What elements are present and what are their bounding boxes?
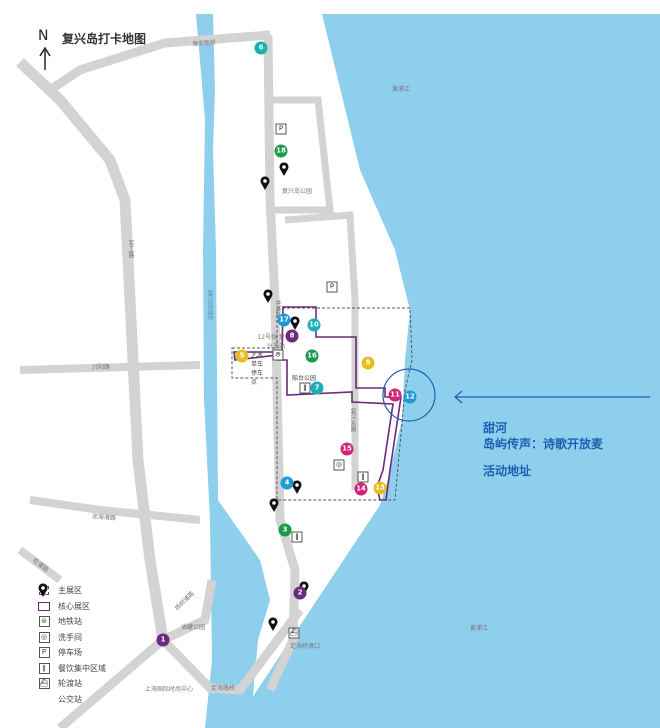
poi-marker-5[interactable]: 5: [235, 349, 249, 363]
core-area-boundary: [233, 306, 402, 501]
bus-stop-icon[interactable]: [279, 162, 289, 176]
poi-marker-10[interactable]: 10: [307, 318, 321, 332]
legend-item: ⛴ 轮渡站: [38, 676, 106, 692]
poi-marker-13[interactable]: 13: [373, 481, 387, 495]
parking-icon: P: [275, 123, 287, 135]
poi-marker-9[interactable]: 9: [361, 356, 375, 370]
label-huangpu-bottom: 黄浦江: [470, 625, 489, 632]
legend-item: 公交站: [38, 583, 106, 708]
label-xingyang-road: 兴阳路: [92, 364, 111, 371]
arrow-head: [454, 390, 463, 404]
legend-label: 主展区: [58, 586, 82, 596]
bus-stop-icon: [38, 583, 50, 705]
bus-stop-icon[interactable]: [263, 289, 273, 303]
legend-item: 主展区: [38, 583, 106, 599]
huangpu-river: [232, 14, 660, 728]
legend-label: 地铁站: [58, 617, 82, 627]
poi-marker-12[interactable]: 12: [403, 390, 417, 404]
ferry-icon: ⛴: [38, 678, 50, 690]
parking-icon: P: [326, 281, 338, 293]
label-canal: 复兴岛运河: [206, 290, 213, 320]
label-dinghai-bridge: 定海路桥: [211, 685, 236, 692]
legend: 主展区核心展区 ⊜ 地铁站 ◎ 洗手间 P 停车场 ǁ 餐饮集中区域 ⛴ 轮渡站公交站: [38, 583, 106, 707]
label-fuxing-east-road: 复兴东路: [349, 408, 356, 432]
label-haian-bridge: 海安路桥: [191, 39, 217, 48]
restroom-icon: ◎: [38, 631, 50, 643]
label-huangpu-top: 黄浦江: [392, 86, 411, 93]
bus-stop-icon[interactable]: [290, 316, 300, 330]
poi-marker-7[interactable]: 7: [310, 381, 324, 395]
main-area-boundary: [231, 307, 413, 501]
annotation-event: 岛屿传声：诗歌开放麦: [483, 437, 604, 451]
parking-icon: P: [38, 647, 50, 659]
legend-label: 餐饮集中区域: [58, 663, 106, 673]
legend-label: 核心展区: [58, 601, 90, 611]
poi-marker-15[interactable]: 15: [340, 442, 354, 456]
dining-icon: ǁ: [291, 531, 303, 543]
map-title: 复兴岛打卡地图: [62, 32, 147, 46]
poi-marker-11[interactable]: 11: [388, 388, 402, 402]
label-chuantai-park: 船台公园: [292, 375, 317, 382]
poi-marker-1[interactable]: 1: [156, 633, 170, 647]
road-yangshupu: [57, 579, 217, 728]
dining-icon: ǁ: [357, 471, 369, 483]
poi-marker-6[interactable]: 6: [254, 41, 268, 55]
legend-item: ⊜ 地铁站: [38, 614, 106, 630]
dining-icon: ǁ: [38, 662, 50, 674]
label-bike-parking: 艺术 单车 停车点: [251, 352, 264, 386]
road-xingyang: [19, 361, 201, 374]
north-indicator: N: [38, 28, 49, 44]
legend-item: ǁ 餐饮集中区域: [38, 661, 106, 677]
poi-marker-4[interactable]: 4: [280, 476, 294, 490]
metro-icon: ⊜: [38, 616, 50, 628]
road-fuxing-west: [263, 34, 300, 692]
road-west: [25, 240, 200, 270]
poi-marker-3[interactable]: 3: [278, 523, 292, 537]
bus-stop-icon[interactable]: [269, 498, 279, 512]
road-songpan: [17, 546, 63, 584]
metro-icon: ⊜: [272, 349, 284, 361]
label-gongqing-road: 共青路: [274, 300, 281, 318]
poi-marker-2[interactable]: 2: [293, 586, 307, 600]
poi-marker-18[interactable]: 18: [274, 144, 288, 158]
highlight-circle: [382, 368, 436, 422]
label-oil-tank-park: 油罐公园: [181, 624, 206, 631]
dining-icon: ǁ: [299, 382, 311, 394]
road-haian: [47, 30, 271, 94]
annotation-address: 活动地址: [483, 464, 532, 478]
road-fuxing-east: [284, 211, 359, 490]
legend-item: ◎ 洗手间: [38, 630, 106, 646]
ferry-icon: ⛴: [288, 627, 300, 639]
label-dinghai-ferry: 定海桥渡口: [290, 643, 321, 650]
road-dinghaigang: [29, 496, 201, 524]
label-metro-station: 12号线 复兴岛站: [257, 334, 285, 350]
annotation-venue: 甜河: [483, 421, 508, 435]
poi-marker-17[interactable]: 17: [277, 313, 291, 327]
road-park-top: [270, 96, 334, 214]
legend-item: P 停车场: [38, 645, 106, 661]
canal: [196, 14, 270, 728]
road-diagonal-nw: [16, 58, 169, 641]
legend-label: 公交站: [58, 694, 82, 704]
restroom-icon: ◎: [333, 459, 345, 471]
legend-item: 核心展区: [38, 599, 106, 615]
legend-label: 洗手间: [58, 632, 82, 642]
label-fashion-center: 上海国际时尚中心: [145, 686, 194, 693]
core-area-icon: [38, 601, 50, 612]
legend-label: 停车场: [58, 648, 82, 658]
poi-marker-8[interactable]: 8: [285, 329, 299, 343]
label-jungong-road: 军工路: [127, 240, 134, 258]
legend-label: 轮渡站: [58, 679, 82, 689]
road-dinghai-bridge: [159, 607, 304, 695]
label-fuxing-park: 复兴岛公园: [282, 188, 313, 195]
poi-marker-16[interactable]: 16: [305, 349, 319, 363]
bus-stop-icon[interactable]: [260, 176, 270, 190]
poi-marker-14[interactable]: 14: [354, 482, 368, 496]
bus-stop-icon[interactable]: [268, 617, 278, 631]
road-jungong-v: [140, 180, 160, 330]
bus-stop-icon[interactable]: [292, 480, 302, 494]
